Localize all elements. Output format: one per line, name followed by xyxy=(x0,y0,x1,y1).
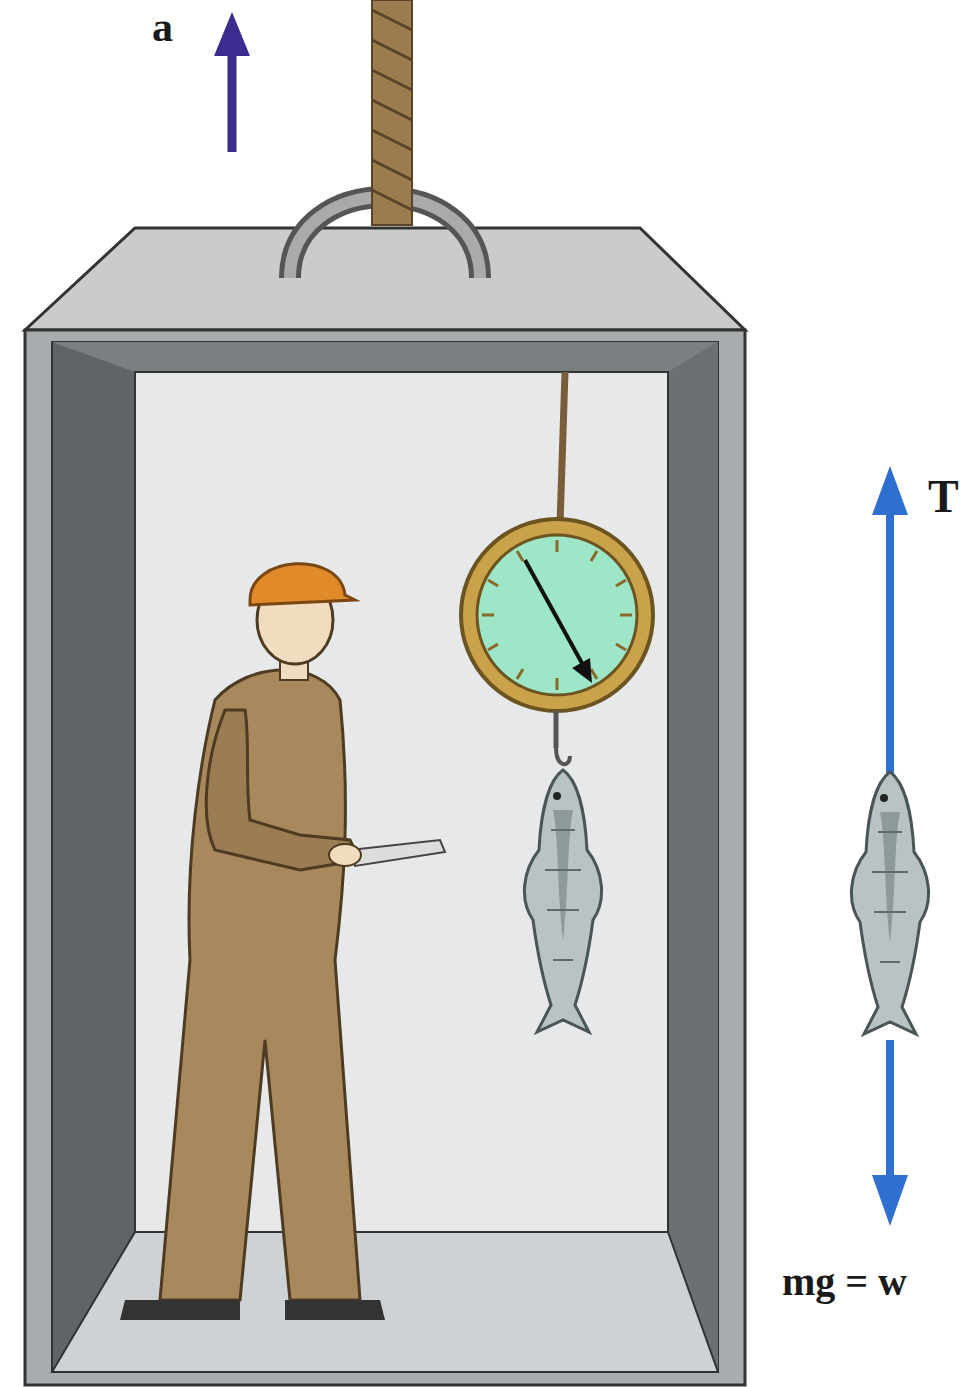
spring-scale xyxy=(461,519,653,764)
elevator-interior xyxy=(52,342,718,1372)
acceleration-label: a xyxy=(152,6,173,48)
fish xyxy=(524,770,601,1032)
cable-rope xyxy=(372,0,412,225)
elevator-frame xyxy=(25,330,745,1385)
weight-label: mg = w xyxy=(782,1262,907,1302)
right-wall xyxy=(668,342,718,1372)
elevator-roof xyxy=(25,228,745,330)
floor xyxy=(52,1232,718,1372)
scale-cord xyxy=(560,372,565,525)
worker-figure xyxy=(120,564,445,1320)
acceleration-arrow xyxy=(214,12,250,152)
tension-label: T xyxy=(928,474,959,520)
free-body-diagram xyxy=(851,466,928,1226)
ceiling xyxy=(52,342,718,372)
